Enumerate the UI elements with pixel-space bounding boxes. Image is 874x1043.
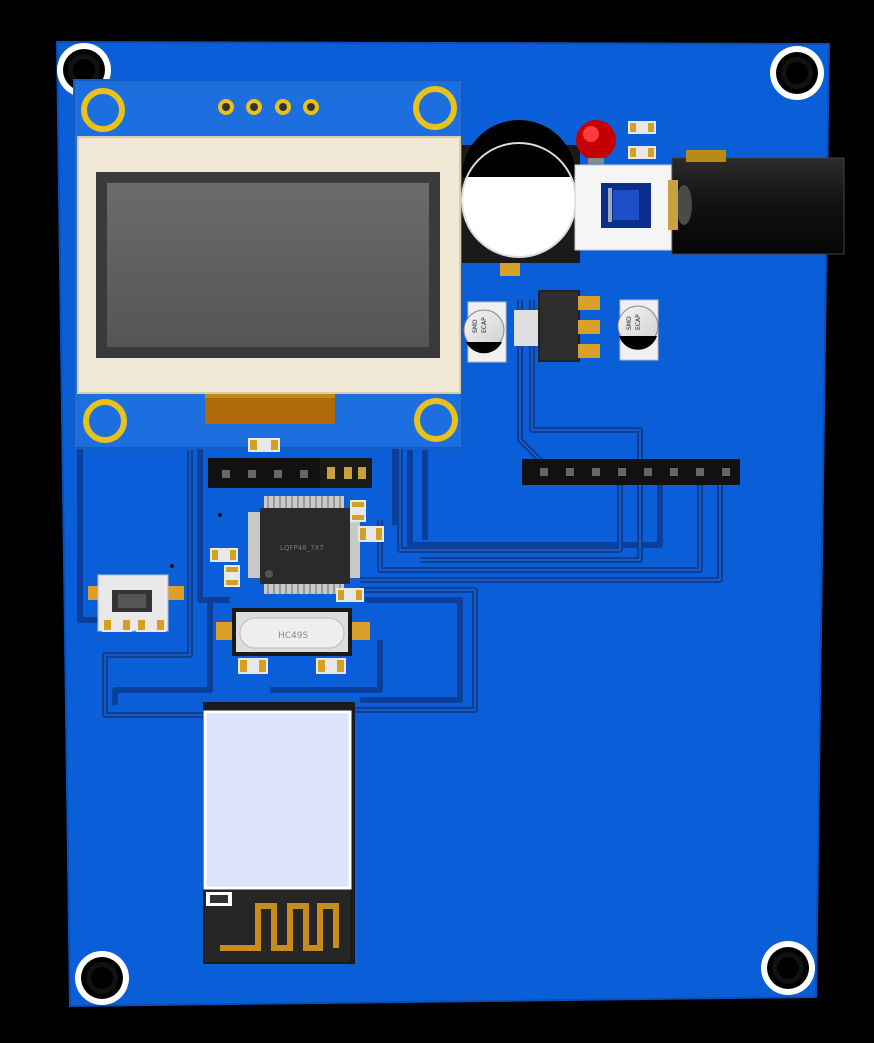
oled-display-module <box>73 79 463 449</box>
mcu-label: LQFP48_7X7 <box>280 544 324 552</box>
smd-electrolytic-capacitor: SMD ECAP <box>617 299 659 361</box>
smd-electrolytic-capacitor: SMD ECAP <box>463 301 507 363</box>
pcb-antenna-icon <box>220 903 339 951</box>
pin-header-mcu[interactable] <box>208 458 372 488</box>
voltage-regulator <box>514 290 600 362</box>
mcu-chip: LQFP48_7X7 <box>248 496 360 594</box>
wireless-module <box>203 702 355 964</box>
led-icon <box>576 120 616 164</box>
mounting-hole-icon <box>57 43 111 97</box>
slide-switch[interactable] <box>574 164 673 251</box>
mounting-hole-icon <box>75 951 129 1005</box>
crystal-oscillator: HC49S <box>216 608 370 674</box>
cap-right-label-1: SMD <box>626 316 633 330</box>
buzzer-component <box>461 120 580 276</box>
mounting-hole-icon <box>770 46 824 100</box>
oled-mounting-pads <box>81 86 458 443</box>
crystal-label: HC49S <box>278 631 309 641</box>
mounting-hole-icon <box>761 941 815 995</box>
smd-resistor <box>248 438 280 452</box>
pin-header-expansion[interactable] <box>522 459 740 485</box>
smd-capacitor <box>210 500 384 602</box>
cap-left-label-2: ECAP <box>481 317 488 333</box>
cap-left-label-1: SMD <box>472 319 479 333</box>
oled-header-pins <box>218 99 319 115</box>
smd-resistor <box>628 121 656 159</box>
dc-power-jack[interactable] <box>668 150 845 255</box>
cap-right-label-2: ECAP <box>635 314 642 330</box>
reset-button[interactable] <box>88 574 184 632</box>
